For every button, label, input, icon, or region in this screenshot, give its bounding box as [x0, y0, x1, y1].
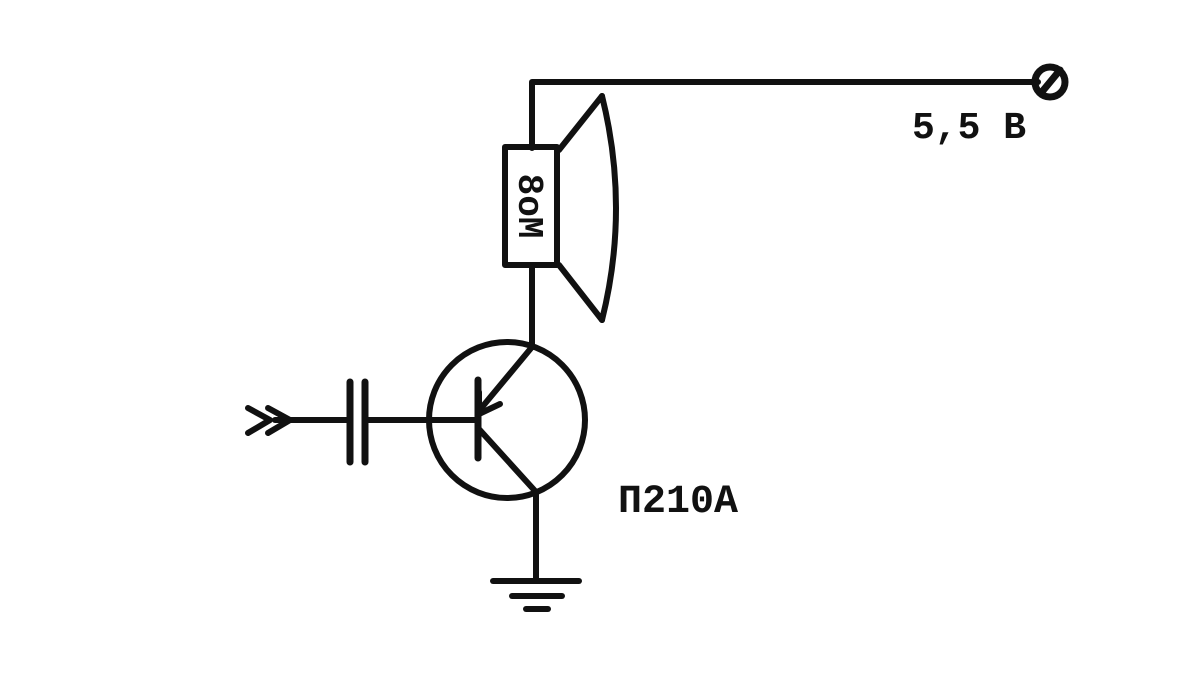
ground-icon — [490, 578, 582, 612]
input-arrow-icon — [245, 405, 293, 436]
capacitor-icon — [346, 378, 369, 466]
supply-voltage-label: 5,5 В — [912, 107, 1026, 150]
speaker-impedance-label: 8оМ — [508, 174, 549, 239]
transistor-model-label: П210А — [618, 480, 738, 525]
supply-terminal-icon — [1031, 63, 1069, 101]
supply-wire — [529, 79, 1041, 151]
